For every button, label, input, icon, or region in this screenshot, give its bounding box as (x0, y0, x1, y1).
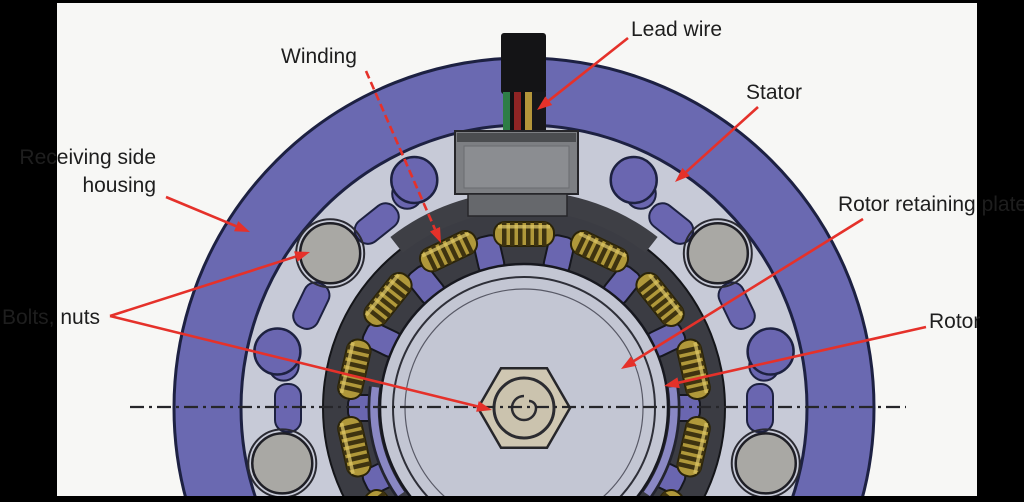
frame-bar-bottom (0, 496, 1024, 502)
winding-coil (337, 415, 372, 478)
arrow-rotor (664, 325, 927, 389)
callout-arrows (109, 36, 927, 412)
cable-sheath (501, 33, 546, 94)
wire-yellow (525, 92, 532, 134)
stator-hole (253, 327, 302, 376)
stator-slot (353, 202, 400, 245)
arrow-bolts-nuts-upper (109, 251, 310, 318)
label-winding: Winding (281, 45, 357, 68)
shaft-spiral (510, 394, 538, 422)
label-bolts-nuts: Bolts, nuts (2, 306, 100, 329)
stator-hole (390, 155, 439, 205)
winding-coil (418, 230, 479, 273)
arrow-receiving-side-housing (165, 195, 250, 232)
winding-coil (569, 230, 630, 273)
bolt (682, 218, 753, 289)
bolt (247, 428, 318, 499)
stator-slot (717, 281, 756, 330)
rotor-retaining-plate-arc-face (370, 386, 405, 497)
winding-coil (363, 272, 413, 327)
bolt (730, 428, 801, 499)
winding-coil (676, 338, 711, 401)
stator-slot (648, 202, 695, 245)
stator-slot (292, 281, 331, 330)
winding-coil (676, 415, 711, 478)
arrow-lead-wire (537, 36, 629, 110)
arrow-stator (675, 106, 759, 182)
frame-bar-left (0, 0, 57, 502)
arrow-rotor-retaining-plate (621, 217, 864, 369)
terminal-block-base (467, 193, 568, 217)
label-stator: Stator (746, 81, 802, 104)
lead-wire-cable (501, 33, 546, 134)
rotor-retaining-plate-arc-face (643, 386, 678, 497)
wire-gap-1 (510, 92, 514, 134)
labels: Lead wire Winding Stator Receiving side … (2, 18, 1024, 333)
stator-hole (609, 155, 658, 205)
arrow-winding (364, 70, 441, 243)
wire-green (503, 92, 510, 134)
motor-assembly (172, 33, 876, 502)
winding-detail (337, 191, 711, 502)
stator-features (247, 155, 801, 499)
label-rotor: Rotor (929, 310, 980, 333)
terminal-block-panel (463, 145, 570, 189)
terminal-block (454, 130, 579, 217)
label-receiving-side-housing-line2: housing (82, 174, 156, 197)
label-lead-wire: Lead wire (631, 18, 722, 41)
terminal-block-top-strip (457, 133, 576, 142)
winding-coil (635, 272, 685, 327)
wire-red (514, 92, 521, 134)
stator-hole (746, 327, 795, 376)
wire-gap-2 (521, 92, 525, 134)
frame-bar-right (977, 0, 1024, 502)
winding-coil (337, 338, 372, 401)
label-receiving-side-housing-line1: Receiving side (19, 146, 156, 169)
wire-black (532, 92, 546, 134)
arrow-bolts-nuts-lower (109, 314, 492, 412)
frame-bar-top (0, 0, 1024, 3)
winding-coil (493, 221, 555, 247)
label-rotor-retaining-plate: Rotor retaining plate (838, 193, 1024, 216)
